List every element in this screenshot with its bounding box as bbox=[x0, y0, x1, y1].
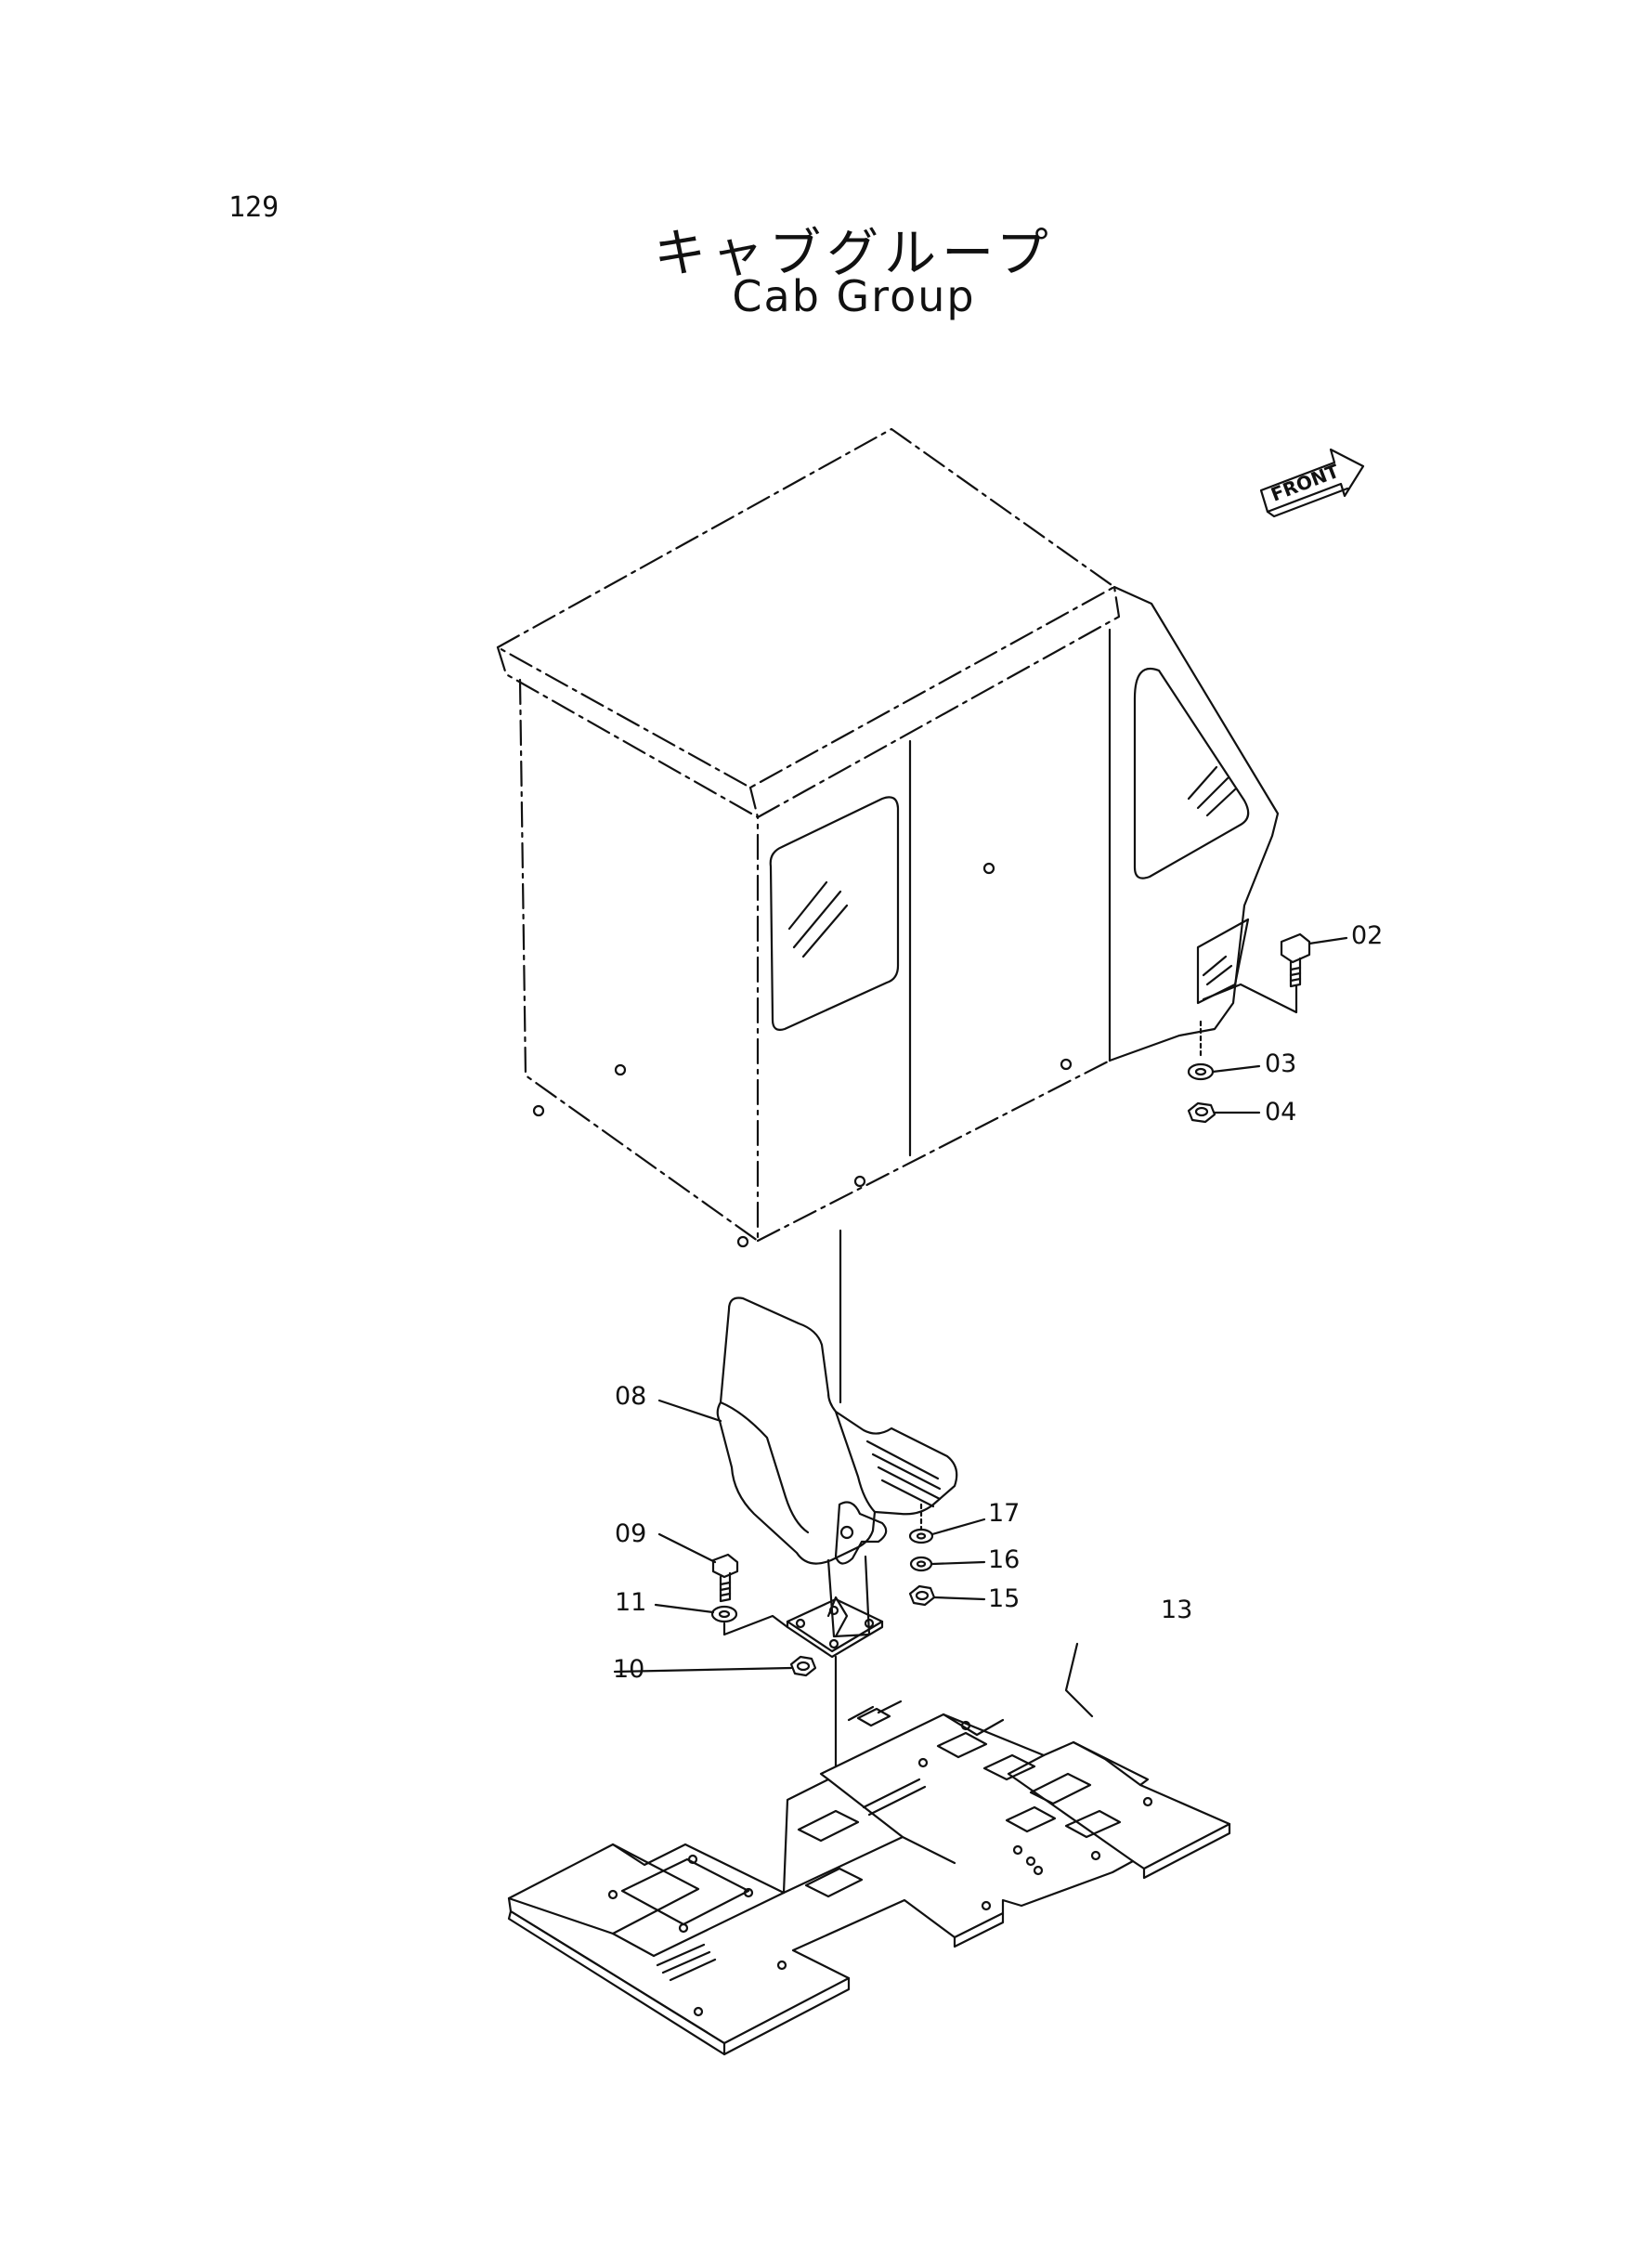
cab-assembly bbox=[496, 427, 1280, 1248]
callout-11: 11 bbox=[615, 1588, 647, 1617]
spring-washer-16 bbox=[909, 1556, 933, 1572]
callout-04: 04 bbox=[1265, 1098, 1297, 1127]
callout-08: 08 bbox=[615, 1382, 647, 1411]
spring-washer-11 bbox=[710, 1605, 738, 1623]
nut-15 bbox=[908, 1584, 936, 1607]
front-label: FRONT bbox=[1268, 460, 1342, 506]
nut-10 bbox=[789, 1655, 817, 1677]
mounting-bolt-02 bbox=[1280, 932, 1311, 988]
title-japanese: キャブグループ bbox=[654, 224, 1054, 284]
leader-13 bbox=[1064, 1642, 1094, 1718]
floor-plate-13 bbox=[507, 1700, 1231, 2056]
callout-09: 09 bbox=[615, 1519, 647, 1548]
nut-04 bbox=[1187, 1101, 1216, 1124]
operator-seat-08 bbox=[716, 1296, 958, 1659]
callout-17: 17 bbox=[988, 1499, 1021, 1528]
title-english: Cab Group bbox=[732, 271, 976, 321]
washer-17 bbox=[908, 1528, 934, 1544]
callout-13: 13 bbox=[1161, 1596, 1193, 1624]
page-number: 129 bbox=[228, 191, 280, 224]
callout-16: 16 bbox=[988, 1545, 1021, 1574]
front-arrow-icon: FRONT bbox=[1259, 448, 1365, 518]
callout-02: 02 bbox=[1351, 921, 1384, 950]
callout-15: 15 bbox=[988, 1584, 1021, 1613]
seat-bolt-09 bbox=[711, 1553, 739, 1603]
leader-02-path bbox=[1202, 983, 1298, 1014]
callout-03: 03 bbox=[1265, 1049, 1297, 1078]
callout-10: 10 bbox=[613, 1655, 645, 1684]
washer-03 bbox=[1187, 1062, 1215, 1081]
